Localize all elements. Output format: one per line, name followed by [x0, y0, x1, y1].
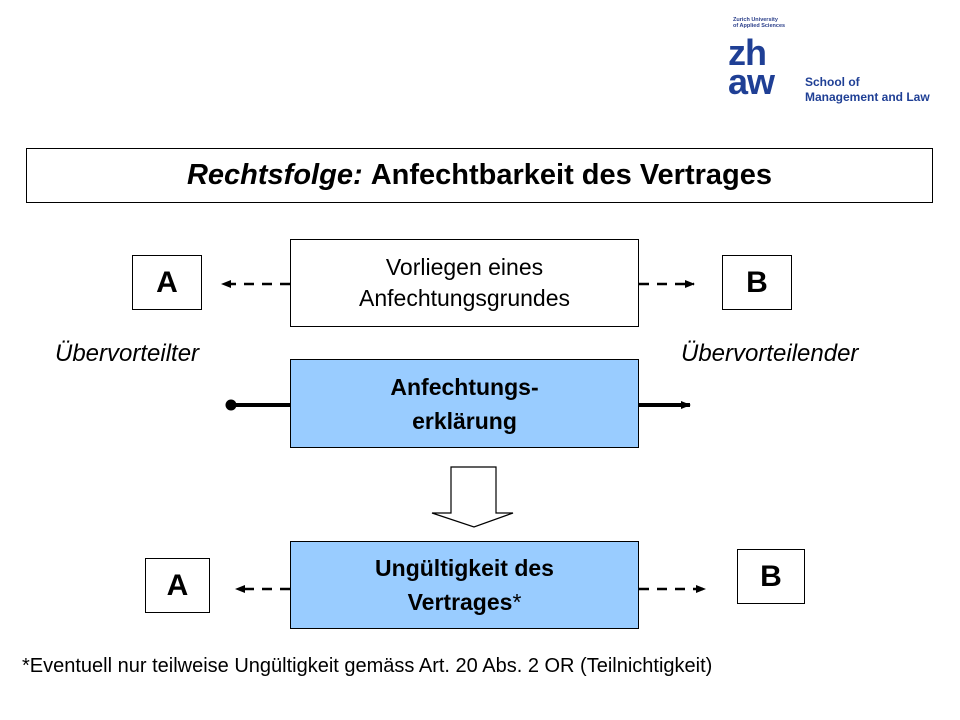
erklaerung-line-1: Anfechtungs- [390, 373, 539, 400]
logo-school-line-2: Management and Law [805, 90, 930, 104]
title-bold-part: Anfechtbarkeit des Vertrages [370, 159, 773, 191]
logo-university-text: Zurich University of Applied Sciences [733, 17, 785, 29]
footnote: *Eventuell nur teilweise Ungültigkeit ge… [22, 655, 713, 677]
anfechtungsgrund-box: Vorliegen eines Anfechtungsgrundes [290, 239, 639, 327]
grund-line-2: Anfechtungsgrundes [359, 285, 570, 311]
role-label-left: Übervorteilter [55, 340, 200, 367]
logo-mark-top: zh [728, 32, 767, 73]
logo-university-line-1: Zurich University [733, 17, 778, 23]
party-b-top: B [722, 255, 792, 310]
slide-title: Rechtsfolge: Anfechtbarkeit des Vertrage… [26, 148, 933, 203]
title-italic-part: Rechtsfolge: [186, 159, 363, 191]
declaration-start-dot [225, 399, 237, 411]
ungueltigkeit-box: Ungültigkeit des Vertrages* [290, 541, 639, 629]
erklaerung-line-2: erklärung [412, 407, 517, 434]
logo-school-line-1: School of [805, 75, 860, 89]
logo-mark-bottom: aw [728, 61, 775, 102]
grund-line-1: Vorliegen eines [385, 254, 544, 280]
role-label-right: Übervorteilender [681, 340, 859, 367]
party-a-top: A [132, 255, 202, 310]
logo-university-line-2: of Applied Sciences [733, 23, 786, 29]
ungueltig-line-1: Ungültigkeit des [375, 555, 554, 581]
party-a-bottom: A [145, 558, 210, 613]
ungueltig-line-2: Vertrages [407, 589, 513, 615]
ungueltig-footnote-mark: * [512, 589, 522, 615]
logo-school-name: School of Management and Law [805, 75, 930, 105]
zhaw-logo-mark: zh aw [728, 32, 798, 102]
anfechtungserklaerung-box: Anfechtungs- erklärung [290, 359, 639, 448]
ungueltig-line-2-wrap: Vertrages* [375, 585, 554, 619]
party-b-bottom: B [737, 549, 805, 604]
down-arrow [431, 466, 514, 528]
